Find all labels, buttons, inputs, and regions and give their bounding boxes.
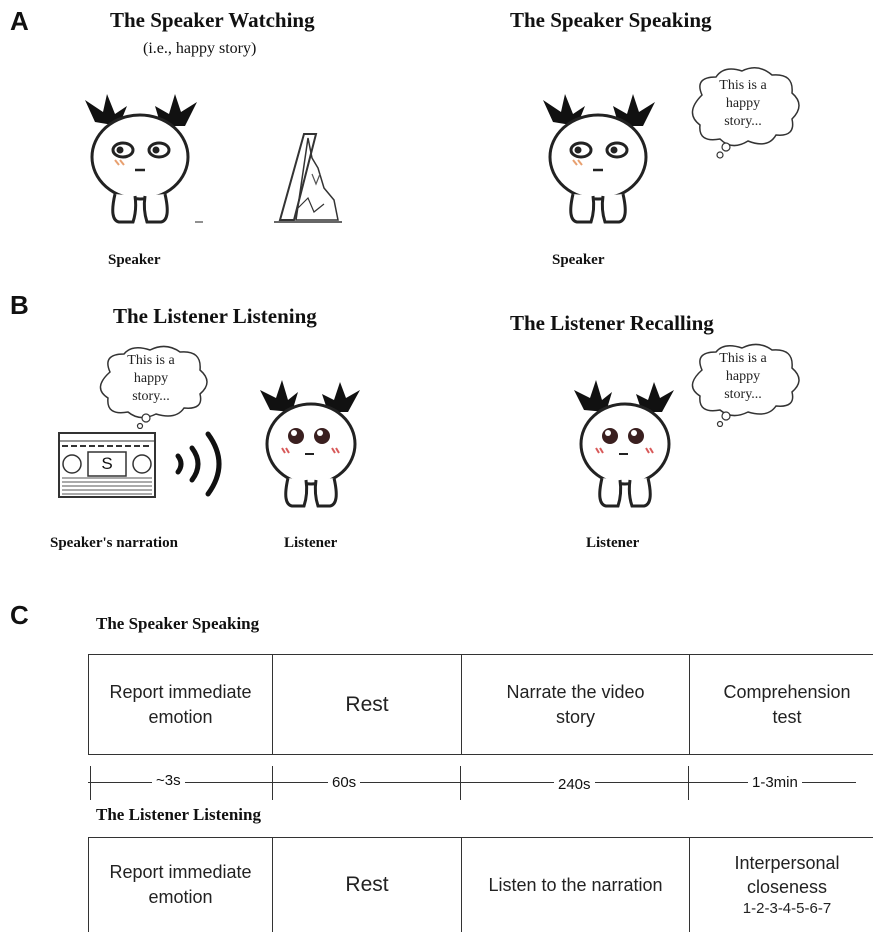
thought-bubble-tape: This is a happy story... xyxy=(88,344,218,429)
panel-letter-b: B xyxy=(10,290,29,320)
panel-letter-a: A xyxy=(10,6,29,36)
timeline: ~3s 60s 240s 1-3min xyxy=(88,762,873,802)
duration-narrate: 240s xyxy=(554,776,595,793)
closeness-scale: 1-2-3-4-5-6-7 xyxy=(742,900,832,917)
cassette-tape-icon: S xyxy=(58,432,156,498)
listener-procedure-title: The Listener Listening xyxy=(96,805,261,824)
bubble-line: happy xyxy=(133,371,169,386)
bubble-line: This is a xyxy=(127,353,175,368)
duration-rest: 60s xyxy=(328,774,361,791)
panel-letter-c: C xyxy=(10,600,29,630)
duration-test: 1-3min xyxy=(748,774,802,791)
speaker-speaking-figure xyxy=(543,94,655,224)
bubble-line: This is a xyxy=(719,351,767,366)
panel-b-left-title: The Listener Listening xyxy=(113,304,317,328)
speaker-watching-figure xyxy=(85,94,203,224)
duration-report: ~3s xyxy=(152,772,185,789)
panel-a-left-subtitle: (i.e., happy story) xyxy=(143,40,257,57)
speaker-caption-right: Speaker xyxy=(552,252,605,268)
listener-step-closeness: Interpersonal closeness 1-2-3-4-5-6-7 xyxy=(734,853,840,917)
speaker-procedure-title: The Speaker Speaking xyxy=(96,614,260,633)
bubble-line: happy xyxy=(725,369,761,384)
bubble-line: story... xyxy=(724,114,762,129)
listener-recalling-figure xyxy=(574,380,674,508)
speaker-caption-left: Speaker xyxy=(108,252,161,268)
sound-waves-icon xyxy=(175,431,222,497)
speakers-narration-caption: Speaker's narration xyxy=(50,535,178,551)
listener-caption-right: Listener xyxy=(586,535,640,551)
listener-step-listen: Listen to the narration xyxy=(488,874,663,895)
speaker-step-rest: Rest xyxy=(345,692,389,716)
bubble-line: story... xyxy=(132,389,170,404)
listener-step-rest: Rest xyxy=(345,873,389,896)
thought-bubble-speaker: This is a happy story... xyxy=(680,65,810,160)
panel-a-left-title: The Speaker Watching xyxy=(110,8,315,32)
bubble-line: happy xyxy=(725,96,761,111)
tape-label: S xyxy=(101,454,113,473)
video-screen-illustration xyxy=(274,133,342,223)
listener-caption-left: Listener xyxy=(284,535,338,551)
panel-a-right-title: The Speaker Speaking xyxy=(510,8,712,32)
thought-bubble-listener: This is a happy story... xyxy=(680,342,810,427)
panel-b-right-title: The Listener Recalling xyxy=(510,311,714,335)
bubble-line: This is a xyxy=(719,78,767,93)
bubble-line: story... xyxy=(724,387,762,402)
listener-listening-figure xyxy=(260,380,360,508)
